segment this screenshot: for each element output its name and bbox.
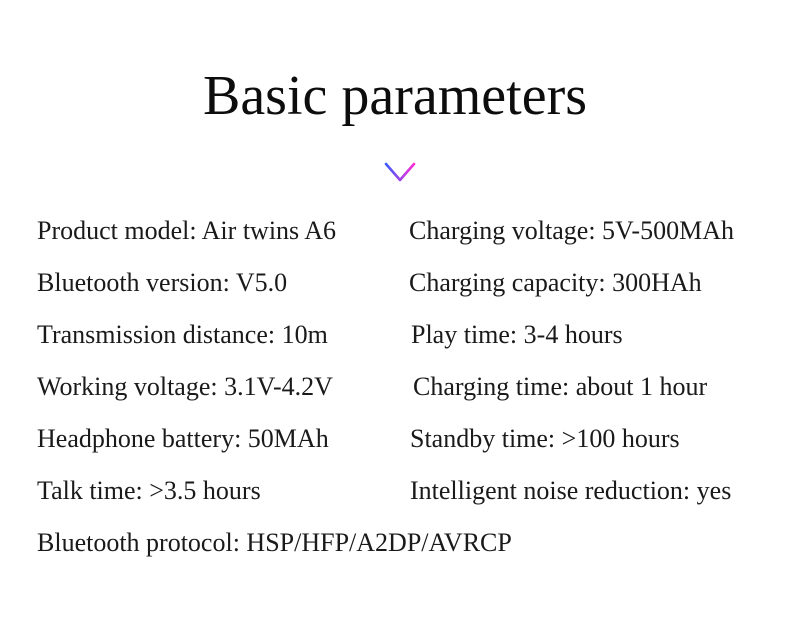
param-bluetooth-version: Bluetooth version: V5.0	[37, 268, 288, 297]
param-charging-time: Charging time: about 1 hour	[413, 372, 708, 401]
param-standby-time: Standby time: >100 hours	[410, 424, 680, 453]
param-play-time: Play time: 3-4 hours	[411, 320, 623, 349]
param-bluetooth-protocol: Bluetooth protocol: HSP/HFP/A2DP/AVRCP	[37, 528, 512, 557]
param-charging-voltage: Charging voltage: 5V-500MAh	[409, 216, 734, 245]
chevron-down-icon	[384, 162, 416, 182]
param-working-voltage: Working voltage: 3.1V-4.2V	[37, 372, 333, 401]
param-talk-time: Talk time: >3.5 hours	[37, 476, 261, 505]
param-charging-capacity: Charging capacity: 300HAh	[409, 268, 702, 297]
param-product-model: Product model: Air twins A6	[37, 216, 336, 245]
param-transmission-distance: Transmission distance: 10m	[37, 320, 328, 349]
param-headphone-battery: Headphone battery: 50MAh	[37, 424, 329, 453]
page-title: Basic parameters	[202, 65, 588, 127]
param-noise-reduction: Intelligent noise reduction: yes	[410, 476, 732, 505]
